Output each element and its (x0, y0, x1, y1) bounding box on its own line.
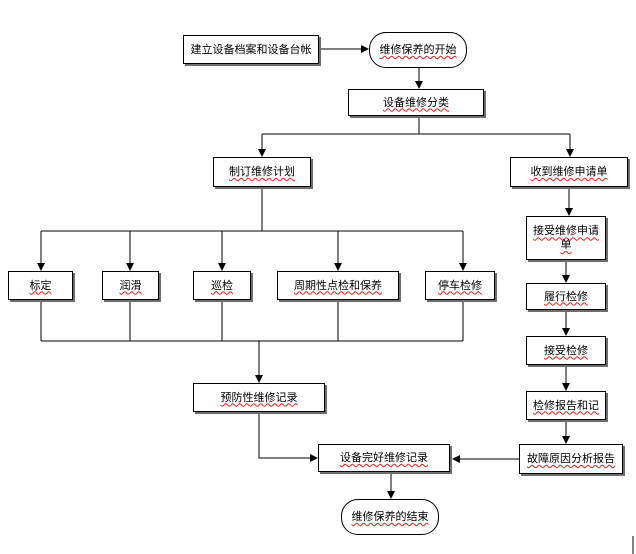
node-failure-report: 故障原因分析报告 (519, 444, 623, 474)
node-intact-record: 设备完好维修记录 (318, 444, 450, 472)
node-label: 履行检修 (544, 289, 588, 303)
node-label: 维修保养的结束 (351, 510, 429, 524)
node-plan: 制订维修计划 (213, 157, 311, 187)
node-label: 制订维修计划 (229, 165, 295, 179)
node-classify: 设备维修分类 (348, 89, 484, 116)
node-label: 巡检 (211, 278, 233, 292)
node-calibrate: 标定 (8, 271, 73, 300)
node-periodic: 周期性点检和保养 (277, 271, 399, 300)
node-label: 接受维修申请单 (533, 224, 599, 251)
node-label: 润滑 (119, 278, 142, 292)
node-preventive-record: 预防性维修记录 (193, 383, 325, 412)
node-label: 收到维修申请单 (530, 165, 608, 179)
arrowhead (415, 81, 423, 89)
node-label: 接受检修 (544, 343, 588, 357)
node-perform-repair: 履行检修 (526, 283, 606, 310)
node-acceptance: 接受检修 (526, 336, 606, 365)
node-label: 停车检修 (438, 278, 482, 292)
connector-preventive-intact (258, 412, 311, 459)
node-label: 设备维修分类 (383, 95, 449, 109)
node-label: 维修保养的开始 (379, 43, 457, 57)
arrowhead (255, 375, 263, 383)
node-accept-request: 接受维修申请单 (526, 216, 606, 260)
node-label: 标定 (29, 278, 52, 292)
arrowhead (361, 45, 369, 53)
node-patrol: 巡检 (193, 271, 251, 300)
node-repair-report: 检修报告和记 (526, 391, 606, 420)
arrowhead (452, 455, 460, 463)
node-label: 周期性点检和保养 (294, 278, 382, 292)
node-end: 维修保养的结束 (341, 499, 439, 535)
node-lubricate: 润滑 (102, 271, 159, 300)
arrowhead (387, 491, 395, 499)
node-label: 预防性维修记录 (220, 390, 298, 404)
node-receive-request: 收到维修申请单 (510, 157, 628, 187)
node-label: 故障原因分析报告 (527, 452, 615, 466)
node-label: 建立设备档案和设备台帐 (190, 42, 312, 56)
arrowhead (258, 149, 266, 157)
arrowhead (566, 149, 574, 157)
arrowhead (310, 454, 318, 462)
node-archive: 建立设备档案和设备台帐 (183, 35, 319, 64)
node-start: 维修保养的开始 (369, 32, 467, 68)
node-shutdown-repair: 停车检修 (425, 271, 495, 300)
node-label: 设备完好维修记录 (340, 451, 428, 465)
node-label: 检修报告和记 (533, 398, 599, 412)
